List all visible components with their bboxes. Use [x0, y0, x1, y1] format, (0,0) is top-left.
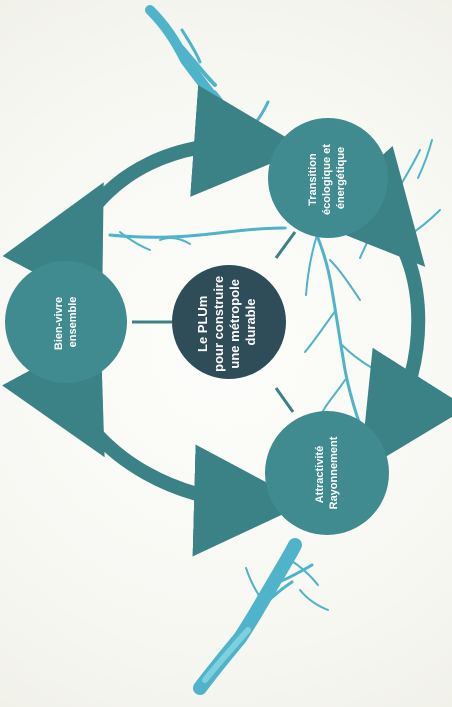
node-transition-line-2: écologique et — [321, 144, 333, 215]
arrow-right-side — [308, 145, 452, 473]
connector-bottom — [274, 387, 295, 413]
node-attractivite-line-1: Attractivité — [314, 446, 326, 503]
node-bien-vivre-line-1: Bien-vivre — [53, 297, 65, 350]
center-node: Le PLUm pour construire une métropole du… — [172, 265, 286, 379]
cycle-arrows — [2, 85, 452, 557]
svg-text:Bien-vivre ensemble: Bien-vivre ensemble — [53, 294, 79, 350]
node-attractivite-line-2: Rayonnement — [328, 436, 340, 509]
svg-text:Le PLUm pour constru: Le PLUm pour construire une métropole du… — [195, 272, 258, 372]
center-line-1: Le PLUm — [195, 296, 210, 352]
arrow-left-to-top — [2, 85, 306, 308]
node-attractivite: Attractivité Rayonnement — [265, 411, 389, 535]
svg-text:Transition écologiqu: Transition écologique et énergétique — [307, 141, 347, 215]
arrow-left-to-bottom — [2, 332, 306, 557]
node-bien-vivre: Bien-vivre ensemble — [5, 261, 127, 383]
node-bien-vivre-line-2: ensemble — [67, 297, 79, 348]
center-line-3: une métropole — [227, 279, 242, 369]
center-line-2: pour construire — [211, 276, 226, 372]
svg-text:Attractivité Rayonne: Attractivité Rayonnement — [314, 436, 340, 509]
node-transition-line-3: énergétique — [335, 147, 347, 209]
node-transition: Transition écologique et énergétique — [268, 118, 388, 238]
river-middle — [108, 226, 287, 239]
center-line-4: durable — [243, 299, 258, 346]
node-transition-line-1: Transition — [307, 153, 319, 206]
connector-top — [274, 231, 297, 259]
